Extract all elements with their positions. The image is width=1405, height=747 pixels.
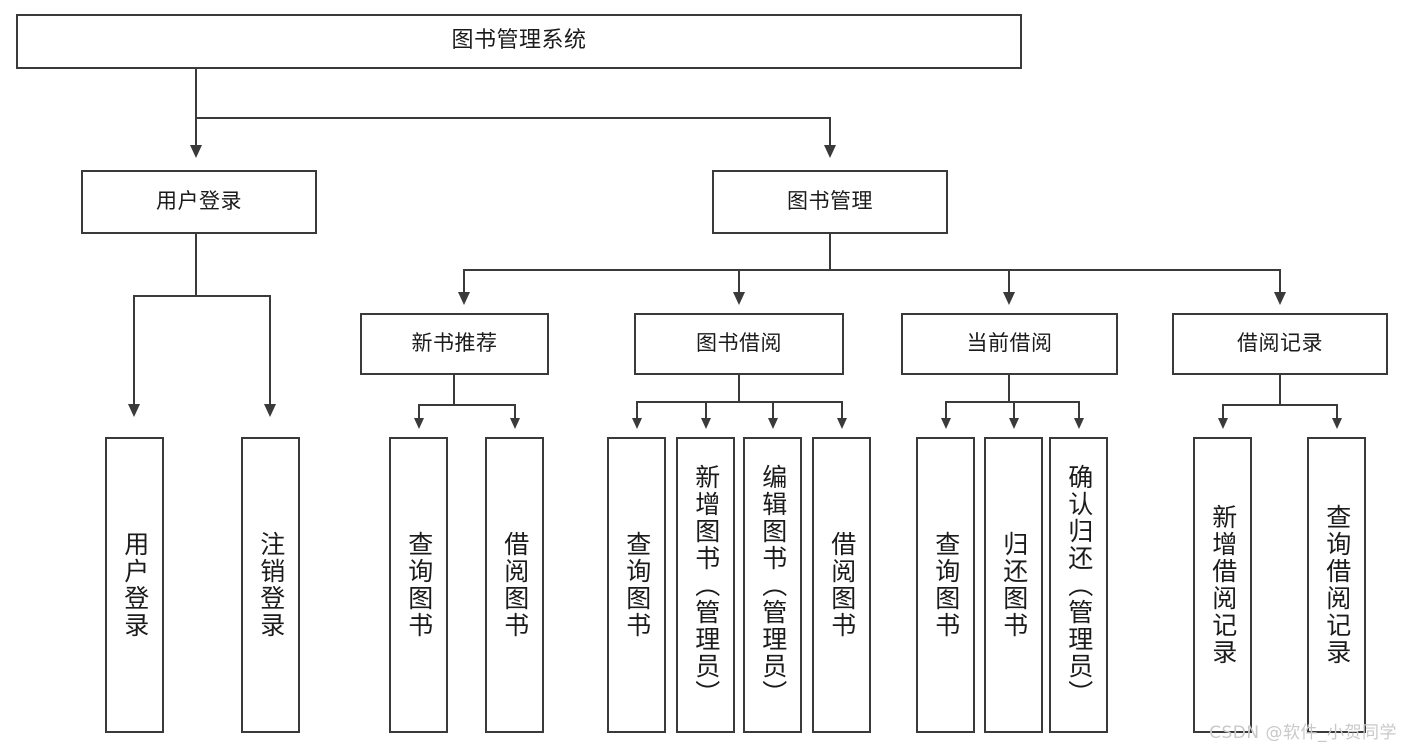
- node-label: 编辑图书（管理员）: [758, 463, 788, 707]
- connector-user-login-bus: [133, 295, 269, 297]
- leaf-query-book-2[interactable]: 查询图书: [607, 437, 666, 733]
- connector-to-user-login: [195, 117, 197, 149]
- connector-br-bus: [1222, 404, 1338, 406]
- arrow-br-leaf2: [1332, 418, 1342, 429]
- node-borrow-record[interactable]: 借阅记录: [1172, 313, 1388, 375]
- leaf-confirm-return[interactable]: 确认归还（管理员）: [1049, 437, 1108, 733]
- leaf-edit-book[interactable]: 编辑图书（管理员）: [743, 437, 802, 733]
- leaf-user-login[interactable]: 用户登录: [105, 437, 164, 733]
- arrow-ul-leaf1: [128, 404, 140, 417]
- connector-ul-leaf1: [133, 295, 135, 407]
- node-label: 查询图书: [622, 531, 652, 639]
- leaf-query-book-1[interactable]: 查询图书: [389, 437, 448, 733]
- arrow-bb-leaf3: [768, 418, 778, 429]
- arrow-cb-leaf2: [1009, 418, 1019, 429]
- node-book-borrow[interactable]: 图书借阅: [634, 313, 844, 375]
- leaf-query-record[interactable]: 查询借阅记录: [1307, 437, 1366, 733]
- connector-cb-leaf1: [945, 401, 947, 420]
- node-root-system[interactable]: 图书管理系统: [16, 14, 1022, 69]
- connector-bm-book-borrow: [738, 269, 740, 295]
- connector-nbr-leaf2: [514, 404, 516, 420]
- arrow-bm-current-borrow: [1003, 292, 1015, 305]
- arrow-bb-leaf1: [632, 418, 642, 429]
- node-current-borrow[interactable]: 当前借阅: [901, 313, 1118, 375]
- connector-bm-borrow-record: [1279, 269, 1281, 295]
- arrow-bm-book-borrow: [733, 292, 745, 305]
- arrow-ul-leaf2: [264, 404, 276, 417]
- node-label: 借阅图书: [500, 531, 530, 639]
- connector-cb-stem: [1008, 375, 1010, 402]
- leaf-return-book[interactable]: 归还图书: [984, 437, 1043, 733]
- connector-cb-leaf3: [1078, 401, 1080, 420]
- arrow-bb-leaf2: [701, 418, 711, 429]
- leaf-add-book[interactable]: 新增图书（管理员）: [676, 437, 735, 733]
- node-label: 借阅记录: [1237, 331, 1323, 356]
- node-label: 图书管理系统: [451, 28, 587, 54]
- connector-book-manage-stem: [829, 234, 831, 270]
- node-new-book-rec[interactable]: 新书推荐: [360, 313, 549, 375]
- arrow-bb-leaf4: [837, 418, 847, 429]
- arrow-bm-new-book: [458, 292, 470, 305]
- node-book-manage[interactable]: 图书管理: [712, 170, 948, 234]
- leaf-borrow-book-1[interactable]: 借阅图书: [485, 437, 544, 733]
- connector-nbr-leaf1: [418, 404, 420, 420]
- connector-br-leaf1: [1222, 404, 1224, 420]
- connector-bb-stem: [738, 375, 740, 402]
- node-label: 归还图书: [999, 531, 1029, 639]
- node-label: 查询图书: [404, 531, 434, 639]
- connector-cb-bus: [945, 401, 1080, 403]
- arrow-nbr-leaf1: [414, 418, 424, 429]
- connector-br-stem: [1279, 375, 1281, 405]
- connector-bm-current-borrow: [1008, 269, 1010, 295]
- connector-nbr-bus: [418, 404, 516, 406]
- node-label: 当前借阅: [966, 331, 1053, 356]
- node-label: 注销登录: [256, 531, 286, 639]
- node-label: 查询借阅记录: [1322, 504, 1352, 666]
- connector-nbr-stem: [453, 375, 455, 405]
- connector-bb-leaf2: [705, 401, 707, 420]
- leaf-borrow-book-2[interactable]: 借阅图书: [812, 437, 871, 733]
- connector-cb-leaf2: [1013, 401, 1015, 420]
- connector-bb-bus: [636, 401, 843, 403]
- arrow-br-leaf1: [1218, 418, 1228, 429]
- arrow-cb-leaf1: [941, 418, 951, 429]
- arrow-bm-borrow-record: [1274, 292, 1286, 305]
- connector-bb-leaf3: [772, 401, 774, 420]
- node-label: 新书推荐: [411, 331, 498, 356]
- connector-user-login-stem: [195, 234, 197, 296]
- connector-bb-leaf4: [841, 401, 843, 420]
- connector-root-bus: [197, 117, 831, 119]
- leaf-logout[interactable]: 注销登录: [241, 437, 300, 733]
- arrow-to-book-manage: [824, 145, 836, 158]
- node-label: 图书借阅: [696, 331, 782, 356]
- connector-root-stem: [195, 69, 197, 118]
- node-label: 图书管理: [787, 189, 873, 214]
- arrow-nbr-leaf2: [510, 418, 520, 429]
- connector-bb-leaf1: [636, 401, 638, 420]
- leaf-query-book-3[interactable]: 查询图书: [916, 437, 975, 733]
- node-label: 用户登录: [156, 189, 242, 214]
- leaf-add-record[interactable]: 新增借阅记录: [1193, 437, 1252, 733]
- node-label: 新增借阅记录: [1208, 504, 1238, 666]
- node-label: 用户登录: [120, 531, 150, 639]
- node-label: 借阅图书: [827, 531, 857, 639]
- connector-to-book-manage: [829, 117, 831, 149]
- connector-bm-new-book: [463, 269, 465, 295]
- connector-ul-leaf2: [269, 295, 271, 407]
- node-label: 查询图书: [931, 531, 961, 639]
- connector-br-leaf2: [1336, 404, 1338, 420]
- node-label: 新增图书（管理员）: [691, 463, 721, 707]
- connector-book-manage-bus: [463, 269, 1281, 271]
- arrow-cb-leaf3: [1074, 418, 1084, 429]
- node-user-login[interactable]: 用户登录: [81, 170, 317, 234]
- arrow-to-user-login: [190, 145, 202, 158]
- node-label: 确认归还（管理员）: [1064, 463, 1094, 707]
